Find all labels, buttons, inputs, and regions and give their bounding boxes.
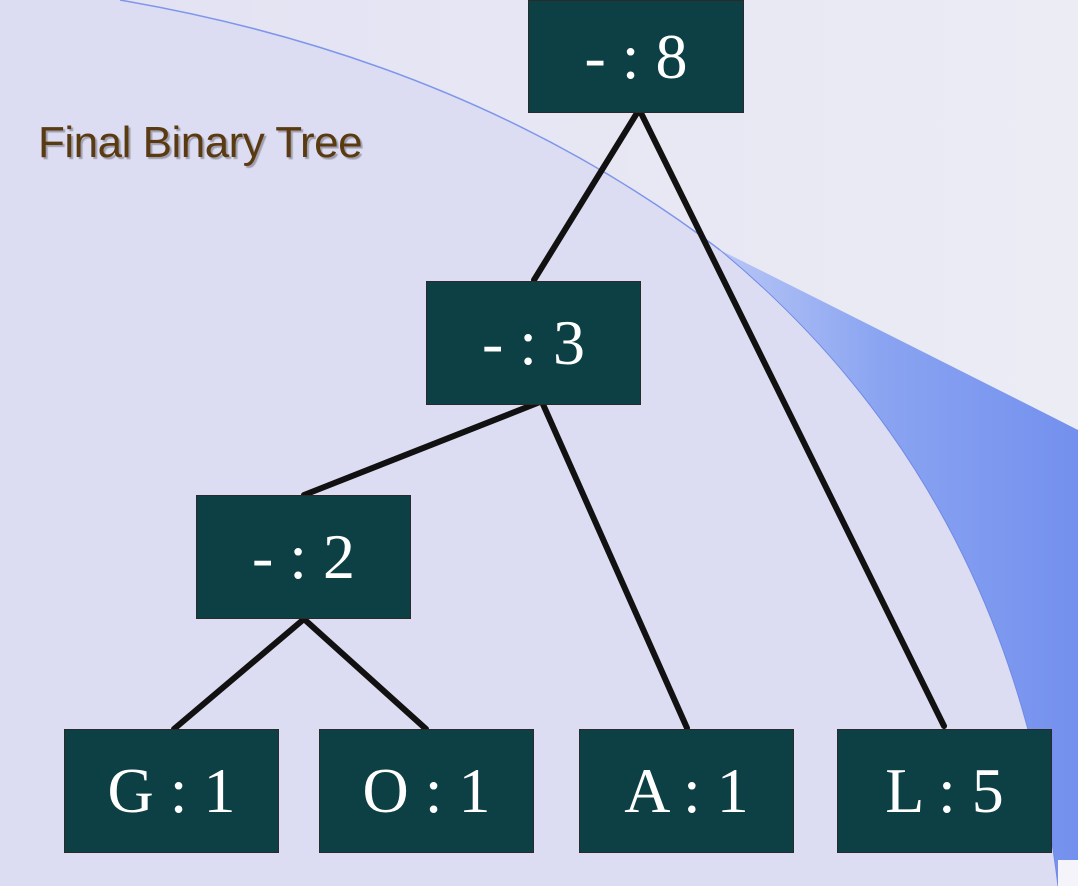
tree-node-root: - : 8 xyxy=(528,0,744,113)
tree-leaf-l: L : 5 xyxy=(837,729,1052,853)
node-label: - : 8 xyxy=(584,20,688,92)
node-label: L : 5 xyxy=(885,755,1004,826)
tree-leaf-a: A : 1 xyxy=(579,729,794,853)
tree-leaf-g: G : 1 xyxy=(64,729,279,853)
node-label: - : 3 xyxy=(481,307,586,378)
node-label: - : 2 xyxy=(251,521,356,592)
tree-node-internal-3: - : 3 xyxy=(426,281,641,405)
edge-root-to-l5 xyxy=(638,110,947,729)
slide-title: Final Binary Tree xyxy=(38,118,363,167)
edge-2-to-g1 xyxy=(171,616,307,732)
edge-3-to-a1 xyxy=(539,399,690,731)
tree-leaf-o: O : 1 xyxy=(319,729,534,853)
edge-2-to-o1 xyxy=(301,616,429,732)
node-label: O : 1 xyxy=(362,755,491,826)
tree-node-internal-2: - : 2 xyxy=(196,495,411,619)
node-label: A : 1 xyxy=(624,755,749,826)
edge-3-to-2 xyxy=(301,399,543,498)
edge-root-to-3 xyxy=(531,110,640,283)
node-label: G : 1 xyxy=(107,755,236,826)
